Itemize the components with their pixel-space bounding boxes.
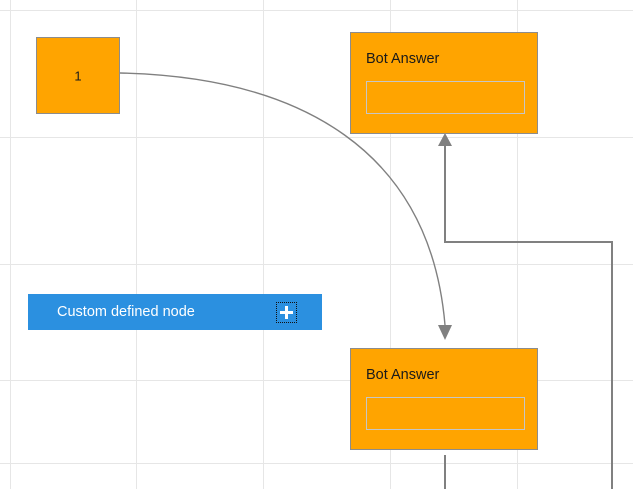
node-content-slot[interactable] [366,397,525,430]
grid-line-vertical [263,0,264,489]
plus-icon[interactable] [276,301,297,323]
grid-line-vertical [136,0,137,489]
grid-line-horizontal [0,380,633,381]
plus-icon-vertical-bar [285,305,288,319]
node-index-label: 1 [74,68,82,83]
flow-node-bot-answer-top[interactable]: Bot Answer [350,32,538,134]
grid-line-horizontal [0,463,633,464]
node-title: Bot Answer [366,51,440,67]
grid-line-vertical [10,0,11,489]
grid-line-horizontal [0,137,633,138]
node-content-slot[interactable] [366,81,525,114]
flow-node-bot-answer-bottom[interactable]: Bot Answer [350,348,538,450]
node-title: Bot Answer [366,367,440,383]
grid-line-horizontal [0,10,633,11]
flow-node-1[interactable]: 1 [36,37,120,114]
custom-defined-node-item[interactable]: Custom defined node [28,294,322,330]
custom-defined-node-label: Custom defined node [57,304,195,320]
grid-line-horizontal [0,264,633,265]
